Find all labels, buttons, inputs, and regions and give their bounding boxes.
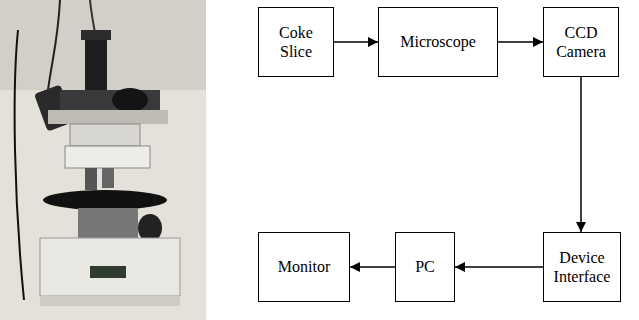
process-box: Monitor [258,232,350,302]
camera-cable [48,0,60,90]
ccd-camera [85,38,107,90]
flow-arrow [580,77,582,232]
microscope-base [40,238,180,296]
box-label: Microscope [400,32,476,51]
box-label: PC [415,257,435,276]
box-label: CCD Camera [550,23,612,61]
process-box: Coke Slice [258,7,334,77]
power-cable [15,30,24,300]
condenser [78,208,138,238]
process-box: Device Interface [543,232,621,302]
box-label: Monitor [278,257,330,276]
box-label: Coke Slice [265,23,327,61]
process-box: PC [395,232,455,302]
box-label: Device Interface [550,248,614,286]
objective [102,168,114,188]
ccd-camera-top [81,30,111,40]
lamp-housing [112,88,148,112]
objective [85,168,97,190]
rotating-stage [43,190,167,210]
flow-arrow [498,41,543,43]
flow-arrow [350,266,395,268]
photo-background [0,0,206,320]
microscope-arm [70,124,140,146]
process-box: Microscope [378,7,498,77]
base-plinth [40,296,180,306]
microscope-photo [0,0,206,320]
base-display [90,266,126,278]
flow-arrow [455,266,543,268]
photo-wall [0,0,206,90]
flow-arrow [334,41,378,43]
process-box: CCD Camera [543,7,619,77]
illuminator-body [48,110,168,124]
nosepiece [65,146,150,168]
